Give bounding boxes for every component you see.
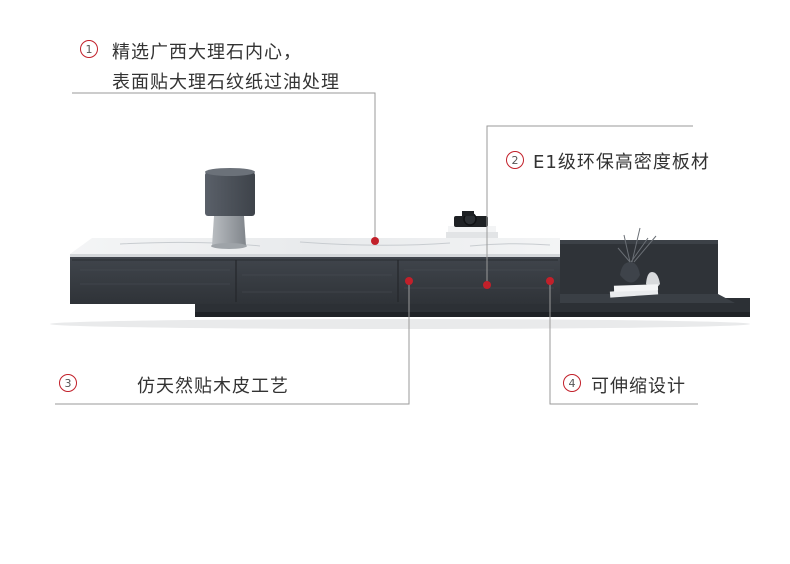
callout-2-number: 2 [506,151,524,169]
feature-markers [371,237,554,289]
callout-4-number: 4 [563,374,581,392]
books-decor [609,284,659,298]
marker-2 [483,281,491,289]
callout-1-number: 1 [80,40,98,58]
callout-3-number: 3 [59,374,77,392]
camera-decor [446,211,498,238]
marker-3 [405,277,413,285]
extendable-shelf [560,227,735,303]
marker-1 [371,237,379,245]
callout-1-line-1: 精选广西大理石内心， [112,42,302,63]
table-lamp [205,168,255,249]
floor-shadow [50,319,750,329]
leader-lines [55,92,698,405]
main-cabinet [70,238,560,304]
callout-1-line-2: 表面贴大理石纹纸过油处理 [112,72,340,93]
callout-4-line-1: 可伸缩设计 [591,376,686,397]
callout-3-line-1: 仿天然贴木皮工艺 [137,376,289,397]
callout-2-line-1: E1级环保高密度板材 [533,152,710,173]
marker-4 [546,277,554,285]
